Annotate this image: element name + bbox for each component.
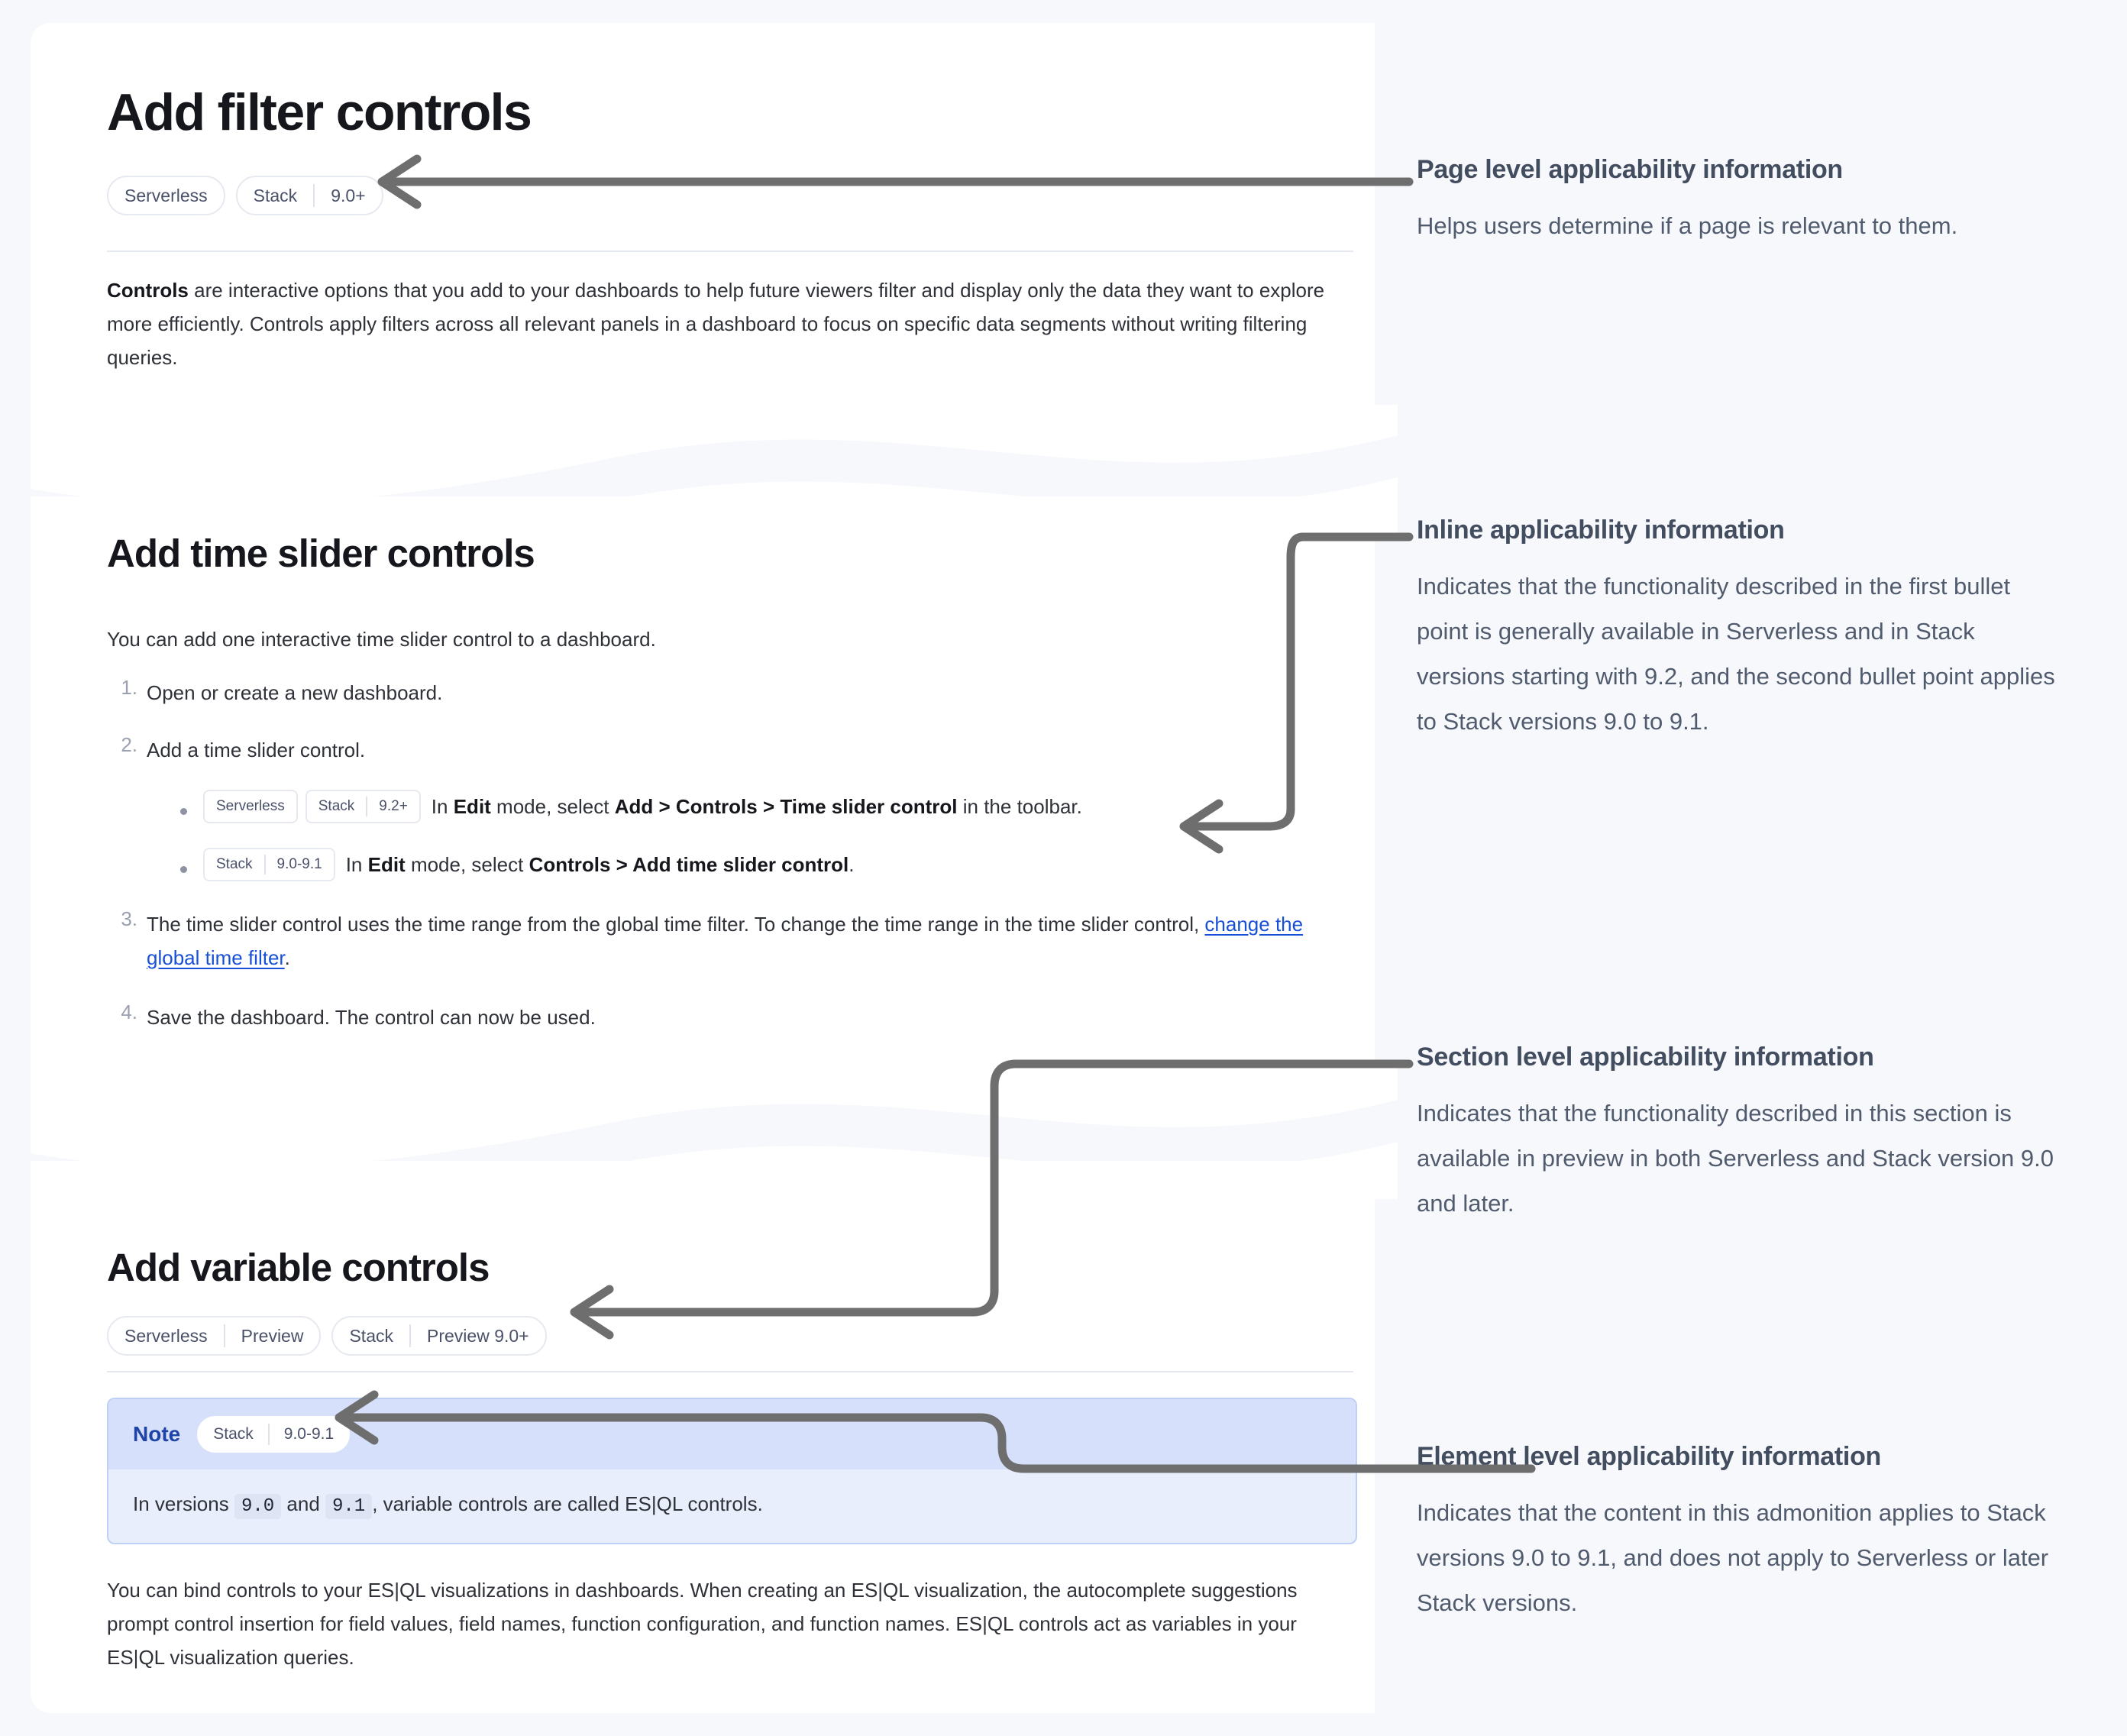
badge-divider [366,797,368,816]
badge-serverless[interactable]: Serverless [203,790,298,823]
step-number: 4. [121,1001,137,1023]
badge-serverless-preview[interactable]: Serverless Preview [107,1316,322,1356]
bullet-part-bold: Edit [367,852,406,876]
badge-name: Serverless [216,798,285,814]
badge-stack[interactable]: Stack 9.0-9.1 [203,848,335,881]
bullet-dot [180,808,187,815]
badge-version: Preview [241,1325,304,1346]
note-text-after: , variable controls are called ES|QL con… [372,1492,763,1515]
step-number: 3. [121,907,137,930]
badge-stack[interactable]: Stack 9.0+ [235,176,383,215]
badge-stack-preview[interactable]: Stack Preview 9.0+ [331,1316,547,1356]
page-intro-paragraph: Controls are interactive options that yo… [107,273,1353,374]
annotation-body: Indicates that the functionality describ… [1417,1100,2054,1217]
badge-name: Serverless [124,1325,208,1346]
variable-controls-paragraph: You can bind controls to your ES|QL visu… [107,1579,1298,1669]
annotation-body: Indicates that the content in this admon… [1417,1499,2049,1616]
bullet-item-two: Stack 9.0-9.1 In Edit mode, select Contr… [203,848,855,881]
annotation-element-level: Element level applicability information … [1417,1440,2058,1625]
badge-version: 9.0+ [331,185,366,205]
badge-name: Stack [349,1325,393,1346]
badge-name: Serverless [124,185,208,205]
step-text: Add a time slider control. [147,739,366,761]
note-text-mid: and [281,1492,325,1515]
badge-stack[interactable]: Stack 9.0-9.1 [197,1416,351,1453]
variable-controls-heading: Add variable controls [107,1246,490,1289]
page-title-rule [107,251,1353,252]
intro-lead-term: Controls [107,279,189,302]
annotation-inline-level: Inline applicability information Indicat… [1417,513,2058,744]
bullet-part: mode, select [490,794,615,818]
badge-name: Stack [318,798,355,814]
badge-divider [409,1324,411,1347]
global-time-filter-link[interactable]: change the global time filter [147,913,1304,969]
step-text: The time slider control uses the time ra… [147,907,1353,975]
badge-name: Stack [213,1425,254,1443]
bullet-part-bold: Controls > Add time slider control [529,852,849,876]
badge-version: 9.0-9.1 [276,856,322,872]
annotation-page-level: Page level applicability information Hel… [1417,153,2058,248]
step-text-after: . [284,946,290,969]
badge-divider [267,1424,270,1445]
annotation-title: Page level applicability information [1417,155,1843,184]
bullet-part: In [431,794,454,818]
badge-divider [313,184,315,207]
code-version-two: 9.1 [325,1494,373,1519]
bullet-part: mode, select [405,852,529,876]
badge-version: Preview 9.0+ [427,1325,529,1346]
step-number: 2. [121,733,137,756]
bullet-part: in the toolbar. [957,794,1082,818]
badge-version: 9.2+ [379,798,408,814]
bullet-part-bold: Edit [453,794,491,818]
page-applicability-badges: Serverless Stack 9.0+ [107,176,383,215]
note-body: In versions 9.0 and 9.1, variable contro… [108,1469,1356,1543]
step-text: Open or create a new dashboard. [147,681,443,704]
badge-divider [223,1324,225,1347]
page-title: Add filter controls [107,83,532,141]
annotation-title: Section level applicability information [1417,1043,1874,1072]
step-number: 1. [121,676,137,699]
annotation-body: Helps users determine if a page is relev… [1417,212,1958,239]
bullet-text: In Edit mode, select Add > Controls > Ti… [432,795,1082,819]
badge-version: 9.0-9.1 [283,1425,335,1443]
badge-stack[interactable]: Stack 9.2+ [305,790,421,823]
time-slider-heading: Add time slider controls [107,532,535,575]
time-slider-lede: You can add one interactive time slider … [107,628,656,651]
bullet-part: . [849,852,855,876]
bullet-part: In [345,852,368,876]
annotation-title: Inline applicability information [1417,516,1785,545]
section-applicability-badges: Serverless Preview Stack Preview 9.0+ [107,1316,547,1356]
note-admonition: Note Stack 9.0-9.1 In versions 9.0 and 9… [107,1398,1357,1544]
step-text-before: The time slider control uses the time ra… [147,913,1205,936]
bullet-dot [180,866,187,873]
code-version-one: 9.0 [234,1494,282,1519]
page-intro-panel [31,23,1375,435]
bullet-part-bold: Add > Controls > Time slider control [614,794,958,818]
badge-divider [263,855,266,874]
badge-name: Stack [216,856,253,872]
annotation-section-level: Section level applicability information … [1417,1040,2058,1226]
badge-name: Stack [253,185,298,205]
note-label: Note [133,1422,181,1446]
section-heading-rule [107,1371,1353,1372]
annotation-body: Indicates that the functionality describ… [1417,573,2055,735]
bullet-text: In Edit mode, select Controls > Add time… [346,853,855,877]
step-text: Save the dashboard. The control can now … [147,1006,596,1029]
annotation-title: Element level applicability information [1417,1442,1882,1471]
badge-serverless[interactable]: Serverless [107,176,225,215]
bullet-item-one: Serverless Stack 9.2+ In Edit mode, sele… [203,790,1082,823]
intro-rest: are interactive options that you add to … [107,279,1325,369]
note-header: Note Stack 9.0-9.1 [108,1399,1356,1469]
note-text-before: In versions [133,1492,234,1515]
